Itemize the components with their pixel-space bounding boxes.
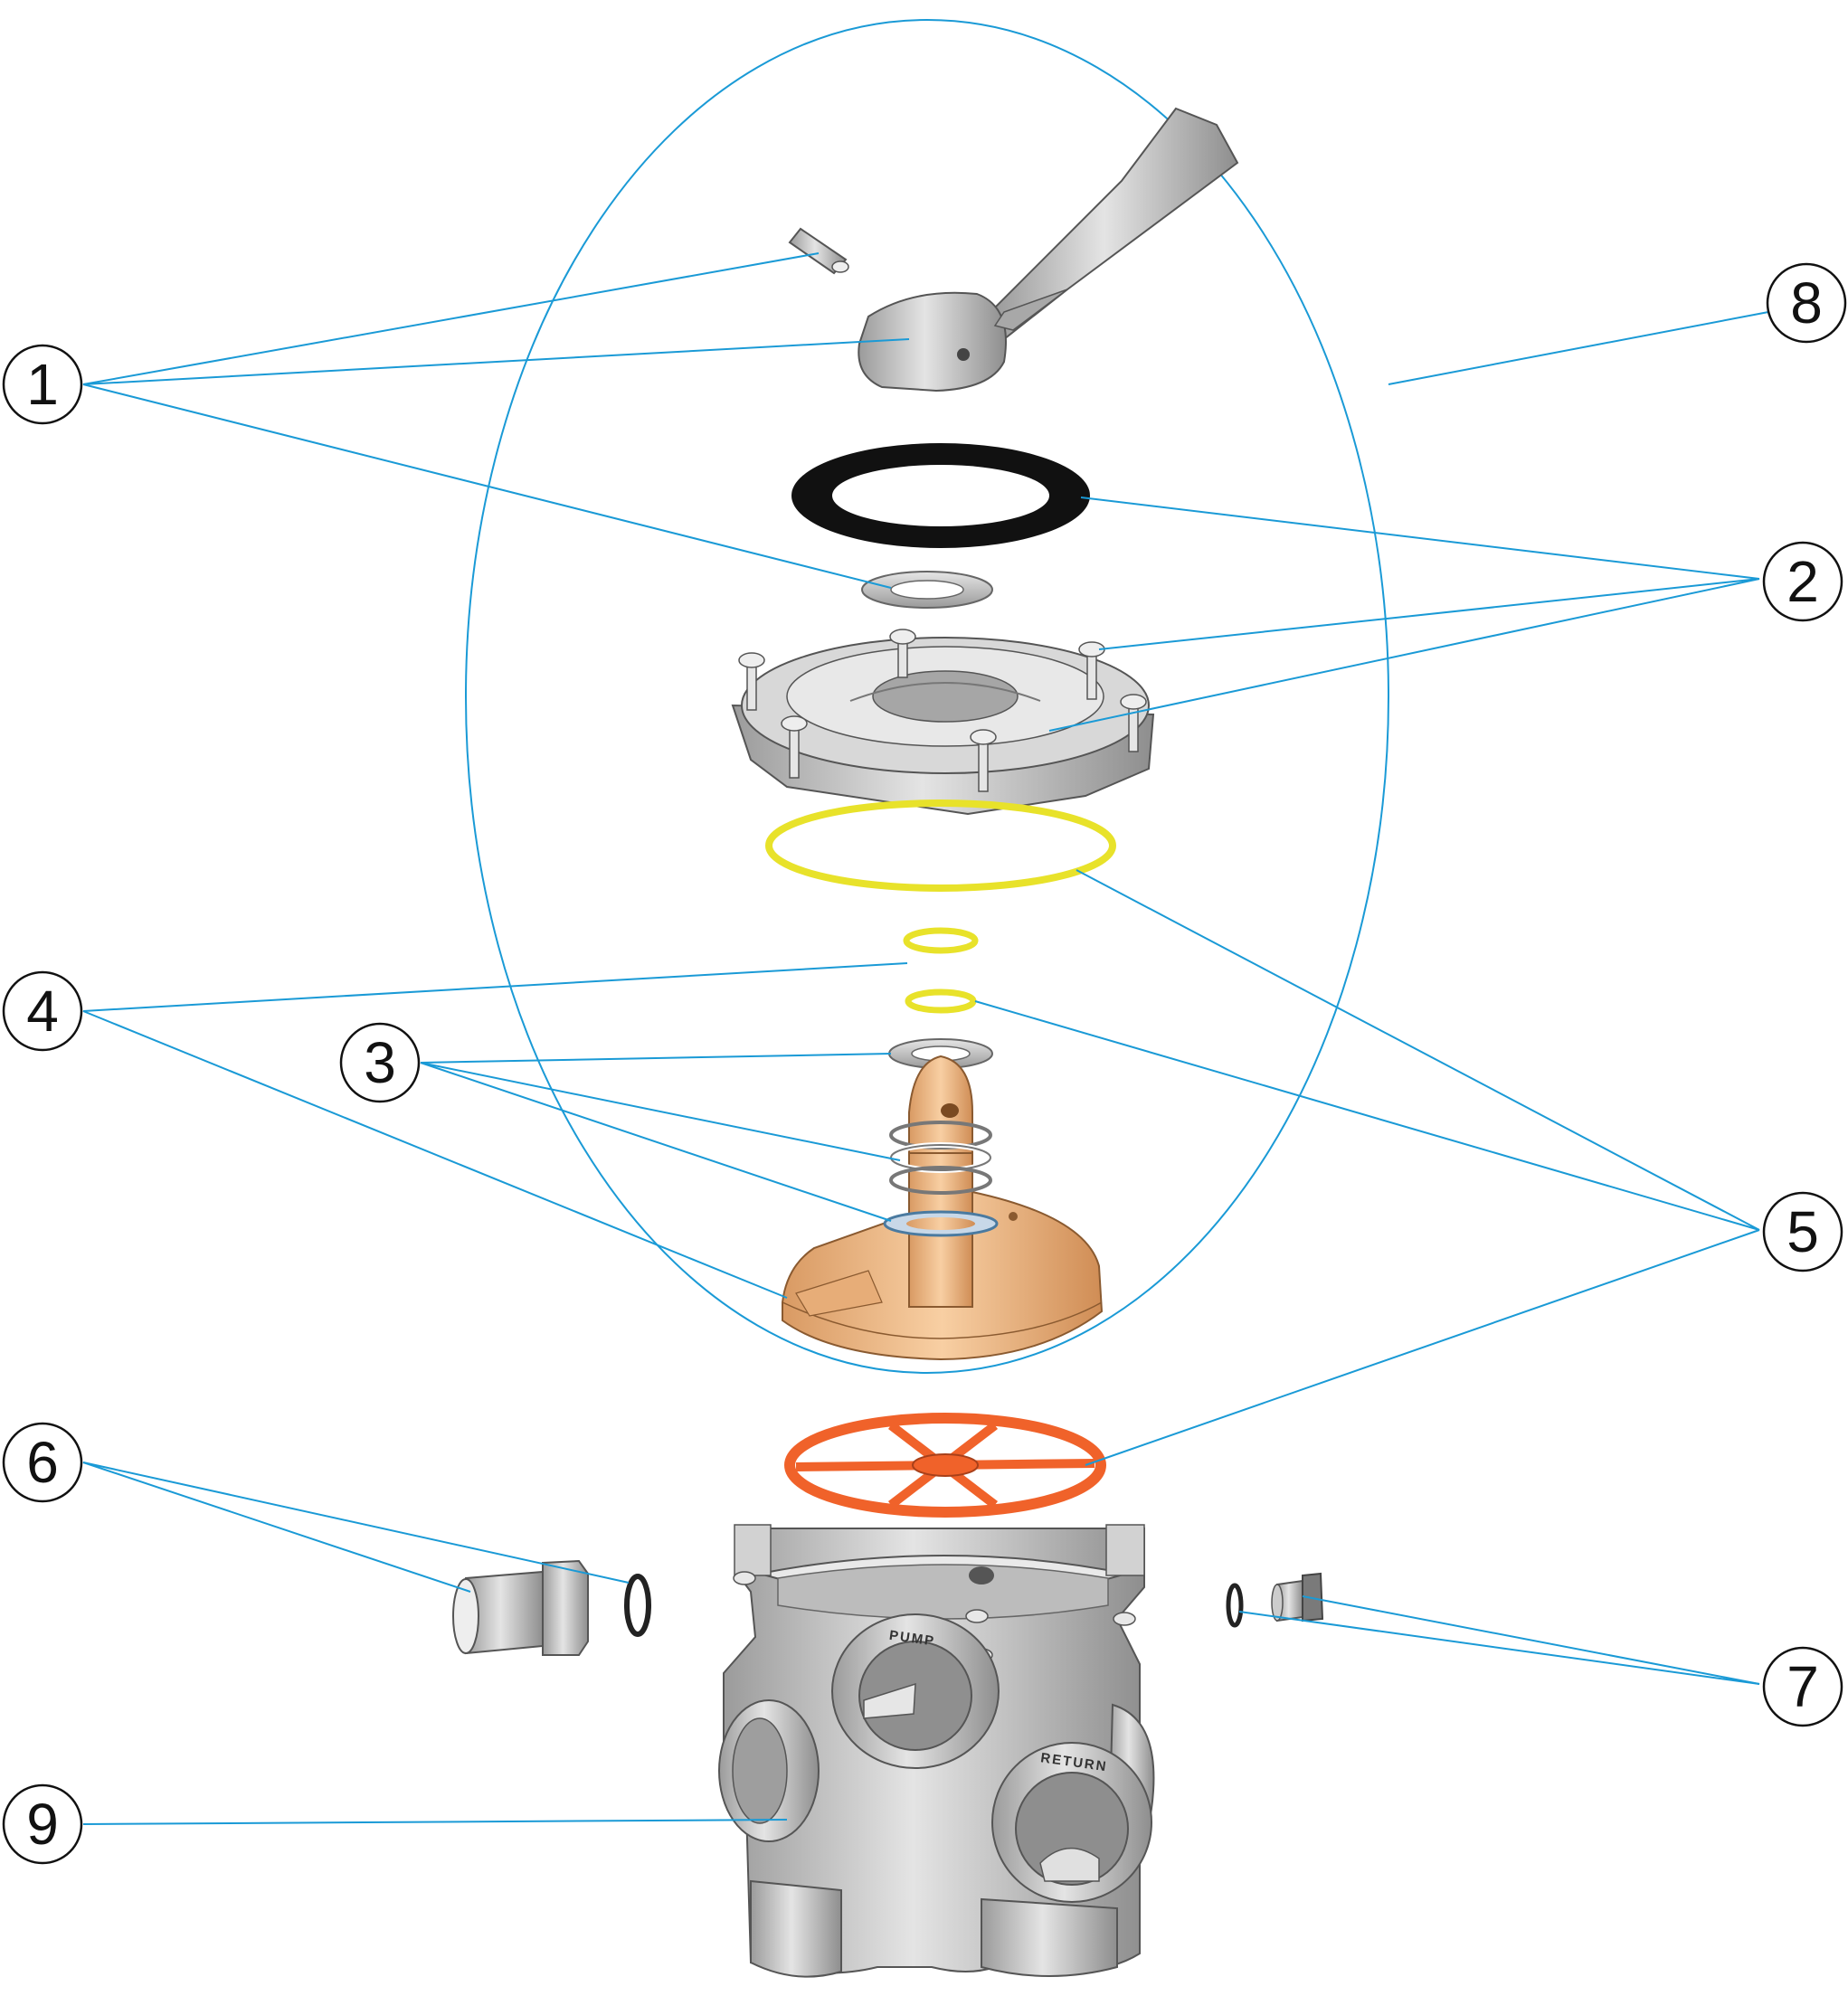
part-7-oring [1226, 1583, 1244, 1628]
pump-port-label: PUMP [888, 1628, 936, 1650]
part-3-spring [883, 1121, 999, 1237]
return-port: RETURN [991, 1742, 1152, 1903]
callout-3-label: 3 [364, 1030, 396, 1095]
part-5-oring-large [765, 799, 1116, 892]
callout-1: 1 [2, 344, 83, 425]
callout-6: 6 [2, 1422, 83, 1503]
callout-5: 5 [1762, 1191, 1843, 1272]
part-7-plug [1271, 1572, 1324, 1622]
callout-7: 7 [1762, 1646, 1843, 1727]
part-1-washer [861, 571, 993, 609]
callout-8: 8 [1766, 262, 1847, 344]
callout-5-label: 5 [1786, 1199, 1819, 1264]
part-4-oring [903, 927, 979, 954]
part-6-oring [624, 1574, 651, 1637]
callout-9-label: 9 [26, 1792, 59, 1857]
part-5-spider-gasket [784, 1413, 1106, 1518]
callout-4-label: 4 [26, 979, 59, 1044]
part-4-rotor [782, 1055, 1104, 1361]
callout-6-label: 6 [26, 1430, 59, 1495]
part-1-pin [788, 227, 849, 275]
part-2-gasket-black [791, 443, 1090, 548]
leader-lines [82, 252, 1769, 1825]
callout-1-label: 1 [26, 352, 59, 417]
side-port-left [718, 1699, 820, 1842]
part-2-cover [731, 637, 1155, 816]
part-6-union [452, 1559, 589, 1656]
part-1-handle [858, 107, 1239, 393]
part-5-oring-small [905, 989, 977, 1014]
callout-3: 3 [339, 1022, 421, 1103]
part-9-valve-body: PUMP RETURN [718, 1524, 1155, 1978]
callout-7-label: 7 [1786, 1654, 1819, 1719]
assembly-8-outline [465, 19, 1389, 1374]
callout-9: 9 [2, 1783, 83, 1865]
callout-2-label: 2 [1786, 549, 1819, 614]
callout-8-label: 8 [1790, 270, 1823, 336]
pump-port: PUMP [831, 1613, 1000, 1769]
part-2-screws [738, 629, 1147, 792]
callout-2: 2 [1762, 541, 1843, 622]
callout-4: 4 [2, 970, 83, 1052]
